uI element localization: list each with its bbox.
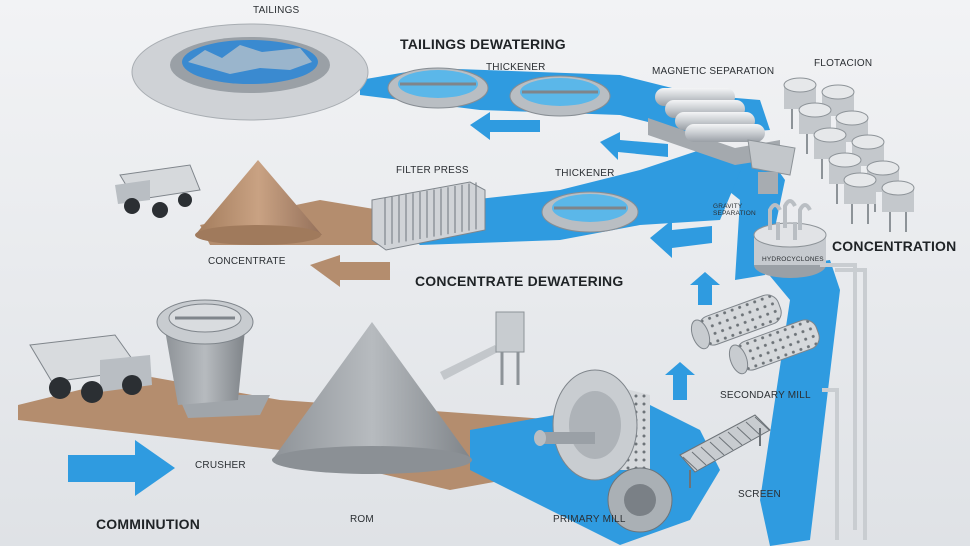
flotation-cell [843,172,877,224]
gravity-return-arrow [650,220,712,258]
primary-mill [534,369,673,533]
gravity-separator [747,139,796,194]
screen-bar [736,426,752,441]
section-concentration: CONCENTRATION [832,238,957,254]
crusher-unit [156,299,270,418]
screen-bar [691,451,707,466]
label-thickener-top: THICKENER [486,62,546,73]
tailings-return-arrow [470,112,540,140]
magnetic-return-arrow [600,132,668,160]
screen-bar [754,416,770,431]
screen-bar [745,421,761,436]
screen-bar [682,456,698,471]
filter-press [371,181,486,251]
thickener-top-left [387,67,489,109]
haul-truck [29,334,152,403]
concentrate-truck [115,164,201,218]
comminution-input-arrow [68,440,175,496]
label-concentrate: CONCENTRATE [208,256,286,267]
label-filter-press: FILTER PRESS [396,165,469,176]
section-tailings-dewatering: TAILINGS DEWATERING [400,36,566,52]
screen-bar [709,441,725,456]
screen-bar [727,431,743,446]
rom-stockpile [272,311,525,474]
label-gravity-line1: GRAVITY [713,203,743,210]
label-thickener-middle: THICKENER [555,168,615,179]
cyclone-up-arrow [690,272,720,305]
thickener-top-right [509,75,611,117]
flotation-cell [828,152,862,204]
mill-up-arrow [665,362,695,400]
label-tailings: TAILINGS [253,5,300,16]
magnetic-separators [648,88,780,165]
label-gravity-line2: SEPARATION [713,210,756,217]
label-rom: ROM [350,514,374,525]
concentrate-pile [195,160,322,245]
concentrate-out-arrow [310,255,390,287]
screen-bar [718,436,734,451]
secondary-mills [690,294,820,375]
flotation-cell [881,180,915,232]
label-magnetic-separation: MAGNETIC SEPARATION [652,66,775,77]
label-screen: SCREEN [738,489,781,500]
label-secondary-mill: SECONDARY MILL [720,390,811,401]
label-crusher: CRUSHER [195,460,246,471]
label-flotacion: FLOTACION [814,58,873,69]
flotation-cells [783,77,915,232]
screen-bar [700,446,716,461]
flow-arrows [68,112,720,496]
label-primary-mill: PRIMARY MILL [553,514,626,525]
vibrating-screen [679,414,771,488]
hydrocyclones-unit [753,199,827,278]
label-gravity-separation: GRAVITY SEPARATION [713,203,756,217]
flotation-cell [798,102,832,154]
thickener-middle [541,191,639,233]
section-concentrate-dewatering: CONCENTRATE DEWATERING [415,273,624,289]
section-comminution: COMMINUTION [96,516,201,532]
label-hydrocyclones: HYDROCYCLONES [762,256,824,263]
tailings-dam [131,23,369,121]
recycle-pipes [820,263,867,540]
